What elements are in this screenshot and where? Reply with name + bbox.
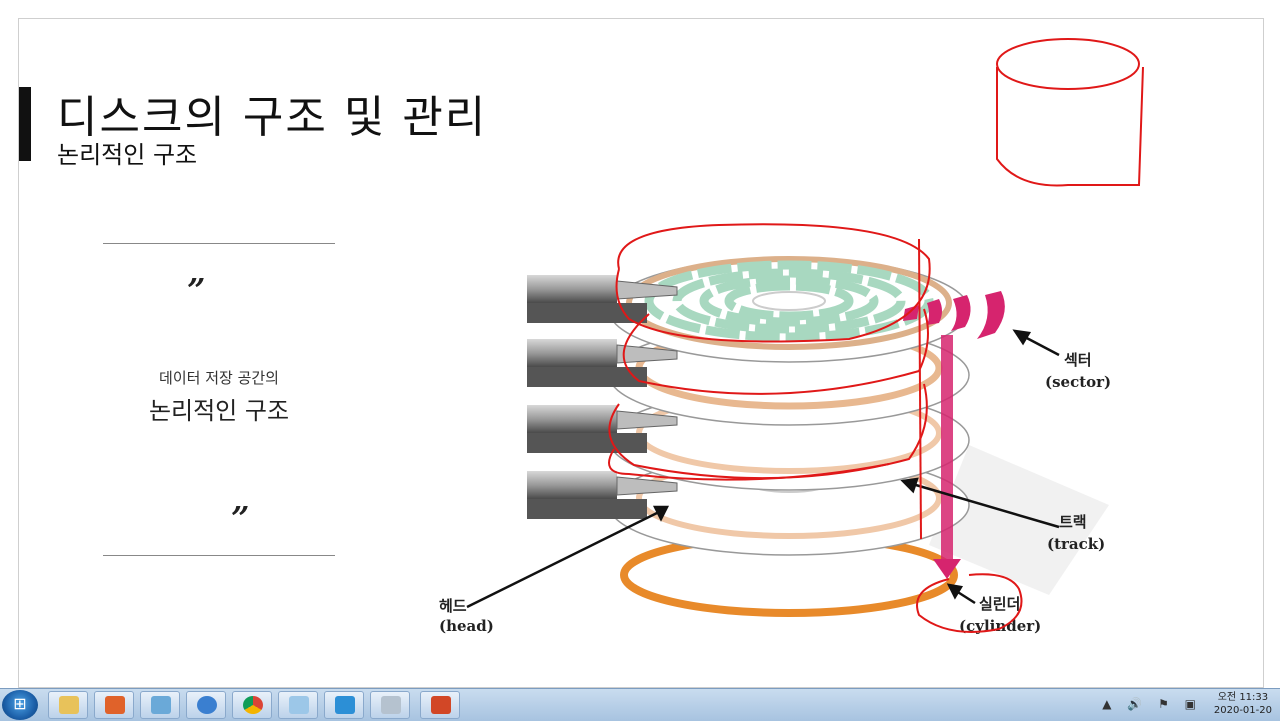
taskbar-app-powerpoint[interactable] bbox=[420, 691, 460, 719]
quote-top-line bbox=[103, 243, 335, 244]
calculator-icon bbox=[381, 696, 401, 714]
powerpoint-icon bbox=[431, 696, 451, 714]
quote-open-mark: ” bbox=[187, 271, 206, 309]
taskbar-app-chrome[interactable] bbox=[232, 691, 272, 719]
head-pointer bbox=[466, 509, 662, 609]
taskbar-app-ebook[interactable] bbox=[94, 691, 134, 719]
cylinder-arrow-shaft bbox=[941, 335, 953, 565]
cylinder-doodle-body bbox=[996, 66, 1144, 187]
system-clock[interactable]: 오전 11:33 2020-01-20 bbox=[1214, 691, 1272, 717]
chrome-icon bbox=[243, 696, 263, 714]
slide-title: 디스크의 구조 및 관리 bbox=[57, 92, 488, 143]
quote-bottom-line bbox=[103, 555, 335, 556]
clock-date: 2020-01-20 bbox=[1213, 705, 1272, 716]
system-tray-icons[interactable]: ▲ 🔊 ⚑ ▣ bbox=[1102, 697, 1202, 711]
head-label-ko: 헤드 bbox=[439, 597, 467, 615]
taskbar-app-explorer[interactable] bbox=[48, 691, 88, 719]
sync-icon bbox=[197, 696, 217, 714]
windows-icon: ⊞ bbox=[13, 694, 27, 713]
sector-label-ko: 섹터 bbox=[1064, 351, 1092, 369]
clock-time: 오전 11:33 bbox=[1217, 692, 1269, 703]
cylinder-doodle-top bbox=[996, 38, 1140, 90]
sector-pointer bbox=[1020, 333, 1060, 357]
remote-icon bbox=[335, 696, 355, 714]
cylinder-label-en: (cylinder) bbox=[959, 617, 1041, 635]
slide-subtitle: 논리적인 구조 bbox=[57, 141, 198, 169]
ebook-icon bbox=[105, 696, 125, 714]
taskbar-app-search[interactable] bbox=[278, 691, 318, 719]
sector-label-en: (sector) bbox=[1045, 373, 1111, 391]
search-icon bbox=[289, 696, 309, 714]
taskbar-app-notepad[interactable] bbox=[140, 691, 180, 719]
head-label-en: (head) bbox=[439, 617, 494, 635]
notepad-icon bbox=[151, 696, 171, 714]
taskbar: ⊞ ▲ 🔊 ⚑ ▣ 오전 11:33 2020-01-20 bbox=[0, 688, 1280, 721]
taskbar-app-remote[interactable] bbox=[324, 691, 364, 719]
disk-structure-diagram: 섹터 (sector) 트랙 (track) 헤드 (head) 실린더 (cy… bbox=[439, 256, 1111, 635]
quote-text-large: 논리적인 구조 bbox=[148, 397, 290, 425]
track-label-ko: 트랙 bbox=[1059, 513, 1087, 531]
track-pointer bbox=[908, 481, 1060, 529]
quote-close-mark: ” bbox=[231, 499, 250, 537]
cylinder-label-ko: 실린더 bbox=[979, 595, 1020, 613]
start-button[interactable]: ⊞ bbox=[2, 690, 38, 720]
sector-marks bbox=[903, 291, 1005, 339]
track-label-en: (track) bbox=[1047, 535, 1105, 553]
folder-icon bbox=[59, 696, 79, 714]
title-accent-bar bbox=[19, 87, 31, 161]
watermark-logo bbox=[929, 445, 1109, 595]
cylinder-arrow-head bbox=[933, 559, 961, 579]
slide: 디스크의 구조 및 관리 논리적인 구조 ” 데이터 저장 공간의 논리적인 구… bbox=[18, 18, 1264, 688]
taskbar-app-sync[interactable] bbox=[186, 691, 226, 719]
taskbar-app-calculator[interactable] bbox=[370, 691, 410, 719]
quote-text-small: 데이터 저장 공간의 bbox=[159, 369, 279, 387]
